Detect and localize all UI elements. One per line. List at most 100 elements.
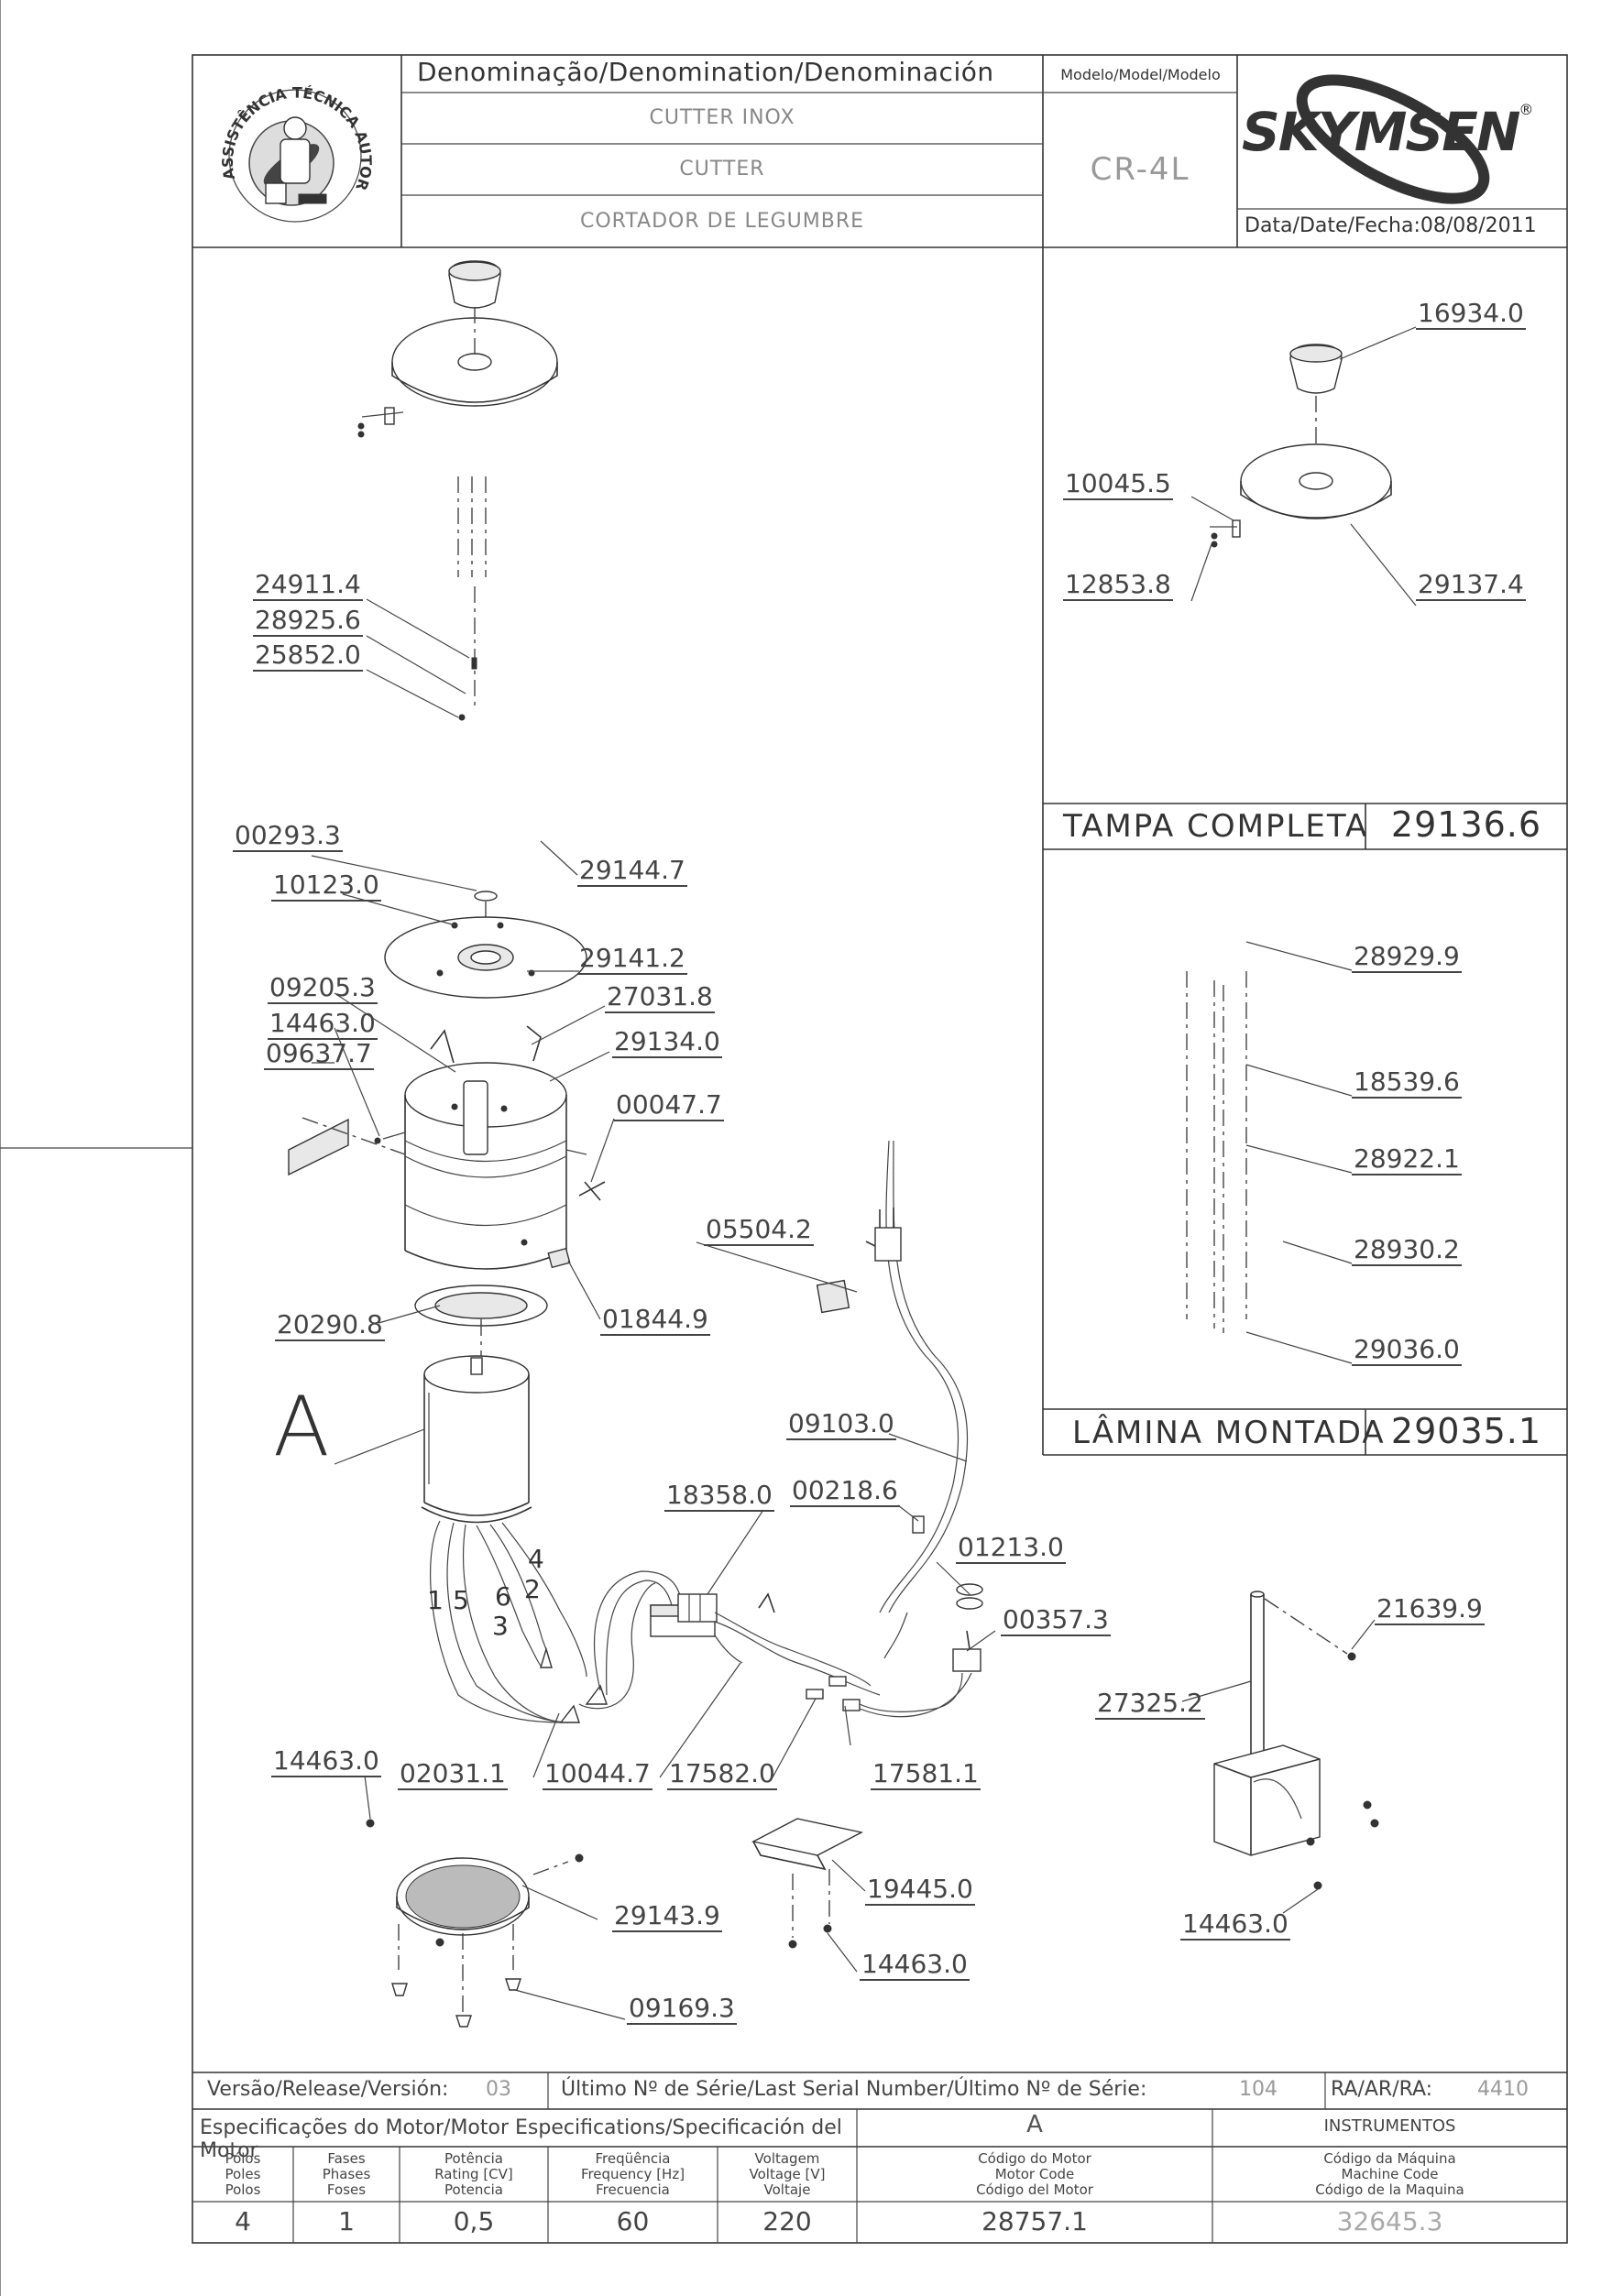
lid-box-code: 29136.6 xyxy=(1390,804,1542,845)
wire-number: 3 xyxy=(492,1611,509,1641)
part-label: 29143.9 xyxy=(612,1900,722,1932)
motor-code-value: 28757.1 xyxy=(981,2206,1088,2236)
bracket-drawing xyxy=(751,1818,864,1949)
wire-number: 2 xyxy=(524,1574,541,1604)
blade-part-label: 28930.2 xyxy=(1352,1234,1462,1266)
part-label: 27031.8 xyxy=(605,981,715,1013)
name-es: CORTADOR DE LEGUMBRE xyxy=(579,210,865,233)
wire-number: 5 xyxy=(453,1585,469,1615)
part-label: 29141.2 xyxy=(577,943,687,975)
part-label: 14463.0 xyxy=(1180,1908,1290,1941)
phases-value: 1 xyxy=(338,2206,355,2236)
brand-swoosh xyxy=(1296,74,1490,204)
part-label: 17582.0 xyxy=(667,1758,777,1790)
motor-drawing xyxy=(421,1319,684,1723)
part-label: 14463.0 xyxy=(268,1008,378,1040)
electrical-drawing xyxy=(650,1140,983,1718)
part-label: 00293.3 xyxy=(233,820,343,852)
part-label: 20290.8 xyxy=(275,1309,385,1341)
brand-logo: SKYMSEN® xyxy=(1242,101,1563,163)
brand-mark: ® xyxy=(1519,101,1534,118)
lid-box-drawing xyxy=(1210,344,1392,548)
brand-name: SKYMSEN xyxy=(1242,101,1520,163)
blade-part-label: 28922.1 xyxy=(1352,1143,1462,1175)
part-label: 09205.3 xyxy=(268,972,378,1004)
blade-part-label: 28929.9 xyxy=(1352,941,1462,973)
part-label: 14463.0 xyxy=(860,1949,970,1981)
part-label: 18358.0 xyxy=(664,1480,774,1512)
part-label: 00047.7 xyxy=(614,1089,724,1121)
part-label: 02031.1 xyxy=(398,1758,508,1790)
instruments-label: INSTRUMENTOS xyxy=(1323,2116,1456,2136)
name-en: CUTTER xyxy=(679,158,765,180)
lid-drawing xyxy=(357,260,558,721)
lid-box-title: TAMPA COMPLETA xyxy=(1063,808,1369,845)
part-label: 19445.0 xyxy=(865,1874,975,1906)
lid-part-label: 29137.4 xyxy=(1416,569,1526,601)
blade-part-label: 29036.0 xyxy=(1352,1334,1462,1366)
name-pt: CUTTER INOX xyxy=(649,106,795,129)
machine-code-value: 32645.3 xyxy=(1336,2206,1443,2236)
date-row: Data/Date/Fecha:08/08/2011 xyxy=(1245,214,1565,237)
leader-lines xyxy=(311,326,1417,2020)
part-label: 24911.4 xyxy=(253,569,363,601)
motor-spec-label: Especificações do Motor/Motor Especifica… xyxy=(200,2116,842,2162)
part-label: 25852.0 xyxy=(253,640,363,672)
model-label: Modelo/Model/Modelo xyxy=(1060,66,1221,83)
wire-number: 1 xyxy=(427,1585,444,1615)
part-label: 21639.9 xyxy=(1375,1593,1485,1625)
seal-logo: ASSISTÊNCIA TÉCNICA AUTORIZADA xyxy=(0,0,375,223)
serial-label: Último Nº de Série/Last Serial Number/Úl… xyxy=(561,2078,1147,2101)
blade-box-title: LÂMINA MONTADA xyxy=(1072,1415,1386,1451)
denomination-label: Denominação/Denomination/Denominación xyxy=(417,57,994,87)
part-label: 28925.6 xyxy=(253,605,363,637)
blade-box-drawing xyxy=(1186,971,1247,1333)
lid-part-label: 16934.0 xyxy=(1416,298,1526,330)
lid-part-label: 10045.5 xyxy=(1063,468,1173,500)
part-label: 00357.3 xyxy=(1001,1604,1111,1636)
part-label: 01213.0 xyxy=(956,1532,1066,1564)
date-value: 08/08/2011 xyxy=(1420,214,1537,237)
stand-drawing xyxy=(1213,1591,1379,1890)
bowl-drawing xyxy=(288,891,606,1327)
part-label: 27325.2 xyxy=(1095,1688,1205,1720)
part-label: 01844.9 xyxy=(600,1304,710,1336)
base-drawing xyxy=(366,1819,584,2028)
part-label: 14463.0 xyxy=(271,1745,381,1777)
version-label: Versão/Release/Versión: xyxy=(207,2078,449,2101)
wire-number: 4 xyxy=(528,1544,544,1574)
poles-value: 4 xyxy=(235,2206,251,2236)
motor-spec-letter: A xyxy=(1026,2111,1043,2138)
part-label: 05504.2 xyxy=(704,1214,814,1246)
part-label: 10044.7 xyxy=(543,1758,652,1790)
frequency-value: 60 xyxy=(616,2206,650,2236)
part-label: 09103.0 xyxy=(786,1408,896,1440)
part-label: 00218.6 xyxy=(790,1475,900,1507)
blade-box-code: 29035.1 xyxy=(1390,1411,1542,1451)
power-value: 0,5 xyxy=(453,2206,495,2236)
part-label: 09637.7 xyxy=(264,1038,374,1070)
part-label: 17581.1 xyxy=(871,1758,981,1790)
date-label: Data/Date/Fecha: xyxy=(1245,214,1420,237)
wire-number: 6 xyxy=(495,1581,511,1612)
serial-value: 104 xyxy=(1239,2078,1278,2101)
motor-letter: A xyxy=(273,1379,330,1475)
part-label: 10123.0 xyxy=(271,869,381,902)
voltage-value: 220 xyxy=(762,2206,812,2236)
version-value: 03 xyxy=(486,2078,511,2101)
ra-value: 4410 xyxy=(1477,2078,1529,2101)
blade-part-label: 18539.6 xyxy=(1352,1066,1462,1099)
part-label: 29144.7 xyxy=(577,855,687,887)
part-label: 09169.3 xyxy=(627,1993,737,2025)
model-value: CR-4L xyxy=(1090,151,1190,188)
ra-label: RA/AR/RA: xyxy=(1331,2078,1433,2101)
lid-part-label: 12853.8 xyxy=(1063,569,1173,601)
